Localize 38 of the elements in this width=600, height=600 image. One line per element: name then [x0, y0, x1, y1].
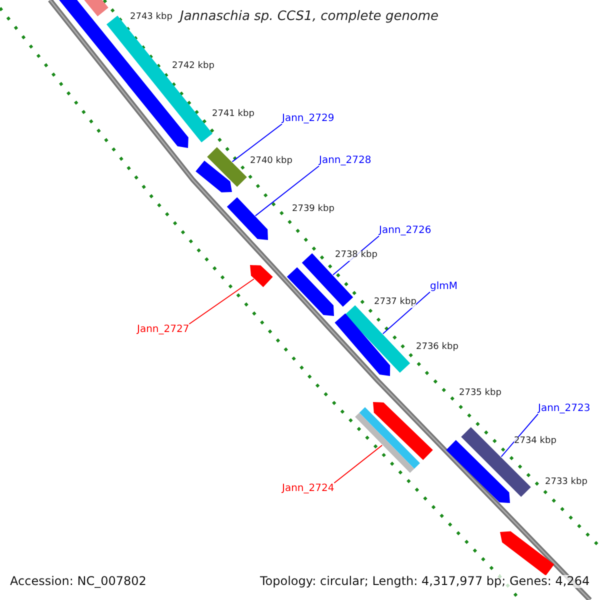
gene-label: glmM: [430, 281, 458, 292]
scale-label: 2736 kbp: [416, 343, 458, 353]
scale-label: 2735 kbp: [459, 389, 502, 399]
title: Jannaschia sp. CCS1, complete genome: [180, 10, 439, 24]
scale-label: 2738 kbp: [335, 251, 378, 261]
gene-feature: [373, 402, 433, 460]
gene-label: Jann_2729: [282, 113, 334, 124]
gene-label: Jann_2727: [137, 324, 190, 335]
leader-line: [188, 278, 254, 324]
leader-line: [382, 292, 430, 334]
gene-feature: [355, 407, 420, 473]
leader-line: [232, 124, 282, 162]
scale-label: 2734 kbp: [514, 437, 556, 447]
gene-feature: [226, 197, 268, 240]
gene-feature: [286, 267, 334, 316]
scale-label: 2737 kbp: [374, 298, 416, 308]
gene-feature: [207, 147, 247, 187]
accession-text: Accession: NC_007802: [10, 575, 146, 588]
scale-label: 2742 kbp: [172, 62, 214, 72]
gene-label: Jann_2724: [282, 483, 334, 494]
leader-line: [334, 444, 383, 484]
scale-label: 2739 kbp: [292, 205, 334, 215]
scale-label: 2743 kbp: [130, 13, 172, 23]
gene-feature: [250, 265, 273, 288]
leader-line: [254, 166, 320, 216]
leader-line: [500, 414, 538, 458]
gene-feature: [500, 531, 554, 576]
gene-feature: [196, 160, 232, 192]
scale-label: 2740 kbp: [250, 157, 292, 167]
gene-label: Jann_2726: [379, 225, 432, 236]
scale-label: 2733 kbp: [545, 478, 588, 488]
gene-label: Jann_2728: [319, 155, 372, 166]
scale-label: 2741 kbp: [212, 110, 254, 120]
gene-feature: [334, 313, 390, 376]
gene-label: Jann_2723: [538, 403, 590, 414]
genome-info-text: Topology: circular; Length: 4,317,977 bp; Genes: 4,264: [260, 575, 590, 588]
gene-feature: [446, 440, 510, 503]
gene-feature: [344, 305, 410, 373]
